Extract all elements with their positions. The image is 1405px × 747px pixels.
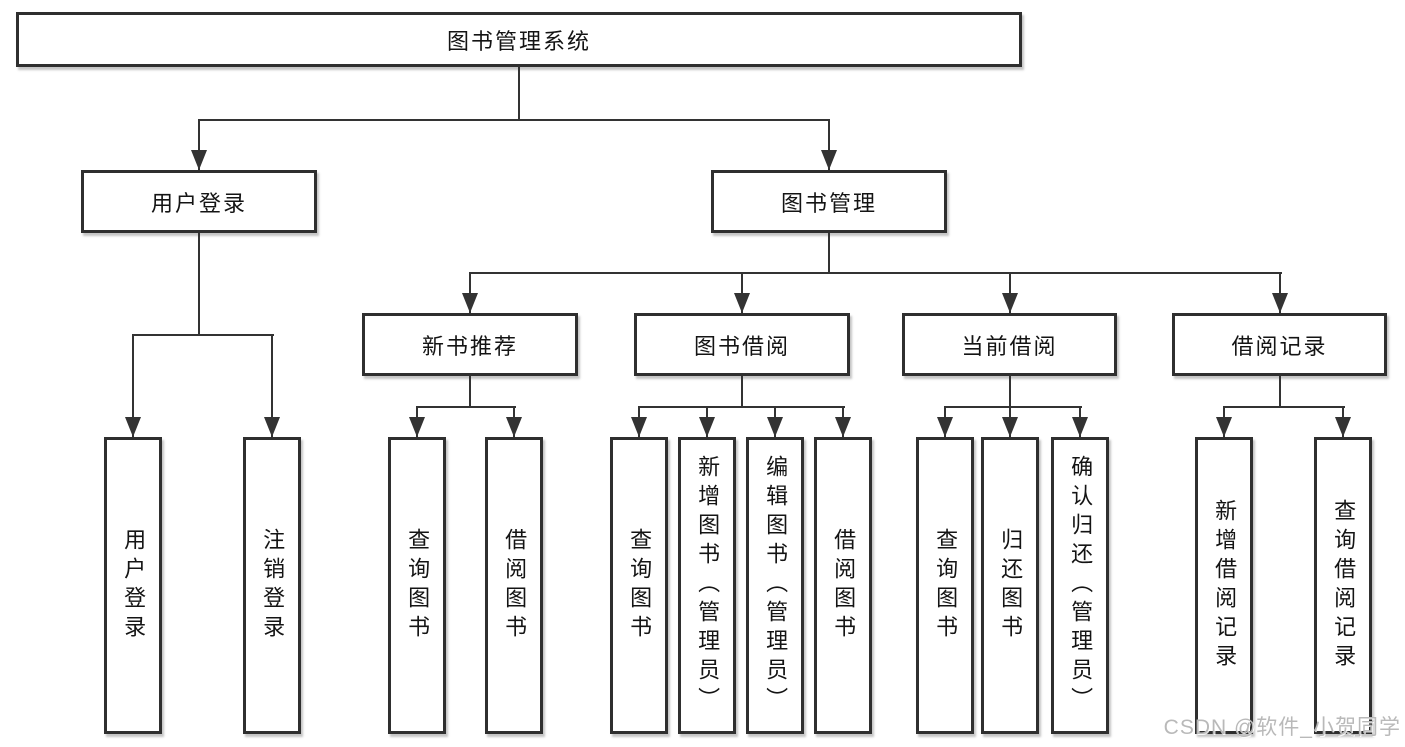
connector-line [198, 119, 830, 121]
leaf-query-books-recommend-label: 查询图书 [405, 527, 431, 644]
leaf-query-books-current-label: 查询图书 [933, 527, 959, 644]
node-borrow-records: 借阅记录 [1172, 313, 1387, 376]
connector-line [1279, 376, 1281, 407]
node-new-book-recommend: 新书推荐 [362, 313, 578, 376]
leaf-query-books-recommend: 查询图书 [388, 437, 446, 734]
arrow-down-icon [699, 417, 715, 437]
arrow-down-icon [462, 293, 478, 313]
node-user-login-label: 用户登录 [150, 190, 247, 216]
connector-line [1009, 272, 1011, 313]
node-user-login: 用户登录 [81, 170, 317, 233]
connector-line [132, 334, 274, 336]
node-new-book-recommend-label: 新书推荐 [421, 333, 518, 359]
csdn-watermark: CSDN @软件_小贺同学 [1163, 716, 1401, 739]
leaf-borrow-books: 借阅图书 [814, 437, 872, 734]
leaf-return-books: 归还图书 [981, 437, 1039, 734]
arrow-down-icon [506, 417, 522, 437]
connector-line [741, 272, 743, 313]
leaf-borrow-books-recommend: 借阅图书 [485, 437, 543, 734]
leaf-query-books-borrow-label: 查询图书 [627, 527, 653, 644]
connector-line [1009, 376, 1011, 407]
node-current-borrow: 当前借阅 [902, 313, 1117, 376]
leaf-add-borrow-record-label: 新增借阅记录 [1212, 498, 1238, 673]
connector-line [198, 119, 200, 170]
arrow-down-icon [821, 150, 837, 170]
leaf-borrow-books-label: 借阅图书 [831, 527, 857, 644]
node-current-borrow-label: 当前借阅 [961, 333, 1058, 359]
leaf-edit-books-admin-label: 编辑图书（管理员） [763, 455, 789, 716]
node-root-label: 图书管理系统 [446, 28, 591, 54]
connector-line [518, 66, 520, 121]
arrow-down-icon [937, 417, 953, 437]
connector-line [638, 406, 845, 408]
arrow-down-icon [835, 417, 851, 437]
leaf-logout-label: 注销登录 [260, 527, 286, 644]
leaf-return-books-label: 归还图书 [998, 527, 1024, 644]
connector-line [828, 233, 830, 274]
connector-line [271, 334, 273, 437]
connector-line [469, 376, 471, 407]
connector-line [1223, 406, 1345, 408]
leaf-query-books-current: 查询图书 [916, 437, 974, 734]
leaf-add-books-admin: 新增图书（管理员） [678, 437, 736, 734]
leaf-confirm-return-admin: 确认归还（管理员） [1051, 437, 1109, 734]
connector-line [132, 334, 134, 437]
node-borrow-records-label: 借阅记录 [1231, 333, 1328, 359]
arrow-down-icon [734, 293, 750, 313]
connector-line [469, 272, 471, 313]
connector-line [469, 272, 1282, 274]
arrow-down-icon [631, 417, 647, 437]
connector-line [944, 406, 1082, 408]
arrow-down-icon [125, 417, 141, 437]
node-book-management-label: 图书管理 [780, 190, 877, 216]
arrow-down-icon [1072, 417, 1088, 437]
arrow-down-icon [191, 150, 207, 170]
arrow-down-icon [409, 417, 425, 437]
leaf-confirm-return-admin-label: 确认归还（管理员） [1068, 455, 1094, 716]
arrow-down-icon [767, 417, 783, 437]
leaf-add-books-admin-label: 新增图书（管理员） [695, 455, 721, 716]
node-book-borrow: 图书借阅 [634, 313, 850, 376]
arrow-down-icon [1002, 417, 1018, 437]
node-root: 图书管理系统 [16, 12, 1022, 67]
leaf-edit-books-admin: 编辑图书（管理员） [746, 437, 804, 734]
connector-line [1279, 272, 1281, 313]
leaf-query-borrow-record-label: 查询借阅记录 [1331, 498, 1357, 673]
arrow-down-icon [264, 417, 280, 437]
connector-line [741, 376, 743, 407]
connector-line [198, 233, 200, 336]
leaf-logout: 注销登录 [243, 437, 301, 734]
leaf-query-books-borrow: 查询图书 [610, 437, 668, 734]
node-book-borrow-label: 图书借阅 [693, 333, 790, 359]
leaf-user-login-label: 用户登录 [121, 527, 147, 644]
leaf-query-borrow-record: 查询借阅记录 [1314, 437, 1372, 734]
connector-line [416, 406, 516, 408]
leaf-user-login: 用户登录 [104, 437, 162, 734]
arrow-down-icon [1002, 293, 1018, 313]
node-book-management: 图书管理 [711, 170, 947, 233]
arrow-down-icon [1335, 417, 1351, 437]
arrow-down-icon [1216, 417, 1232, 437]
leaf-borrow-books-recommend-label: 借阅图书 [502, 527, 528, 644]
connector-line [828, 119, 830, 170]
leaf-add-borrow-record: 新增借阅记录 [1195, 437, 1253, 734]
arrow-down-icon [1272, 293, 1288, 313]
